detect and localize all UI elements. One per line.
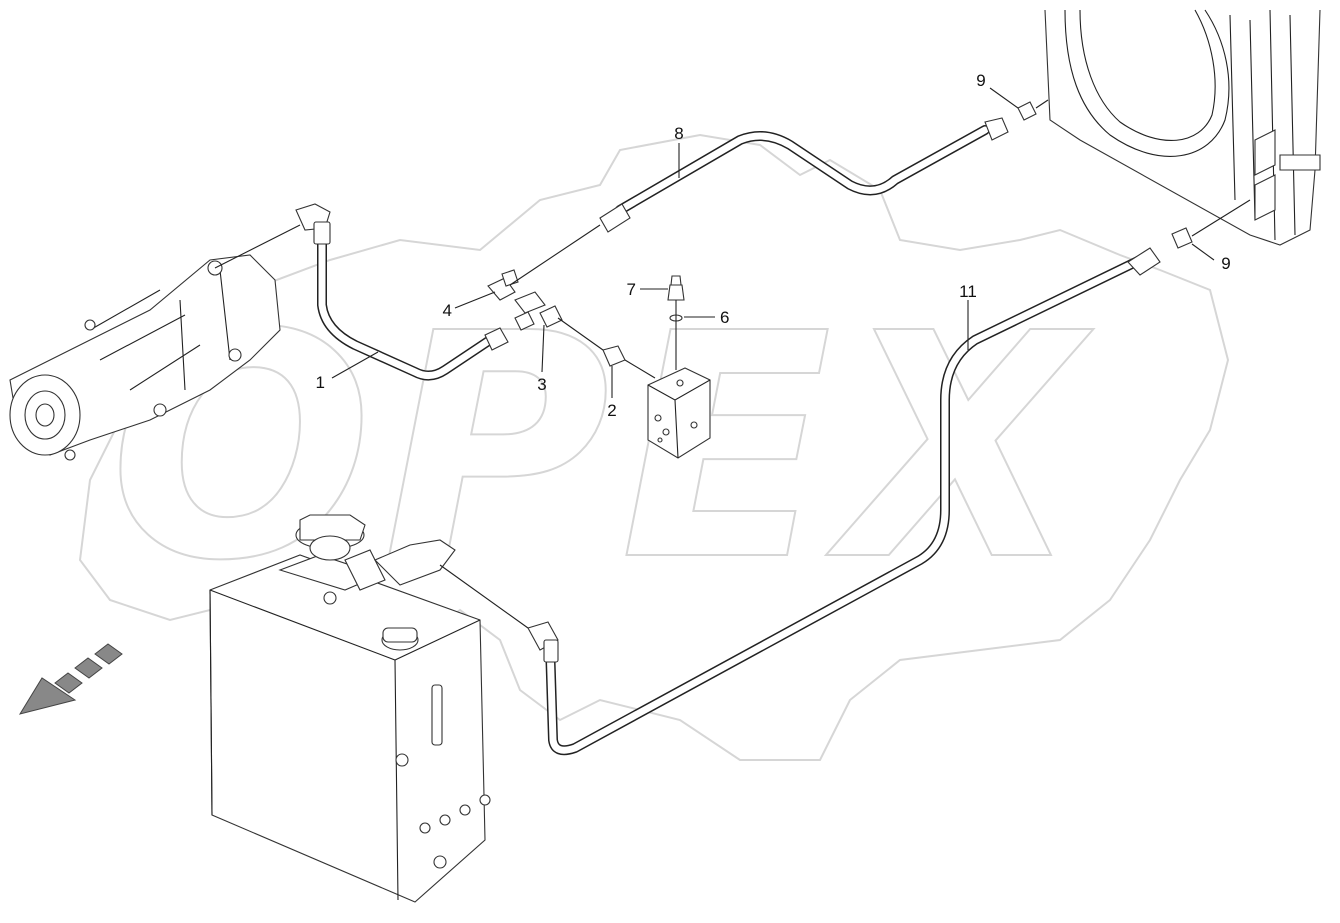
hydraulic-oil-tank	[209, 514, 491, 903]
radiator-fan-shroud	[1044, 9, 1321, 246]
line-2-block	[624, 359, 656, 379]
direction-arrow-icon	[18, 643, 123, 715]
callout-9-upper: 9	[976, 71, 985, 90]
valve-block	[647, 367, 711, 459]
fitting-9-upper	[1017, 99, 1049, 121]
watermark-gear	[78, 133, 1230, 761]
callout-4: 4	[443, 301, 452, 320]
fitting-9-lower	[1171, 199, 1251, 249]
callout-6: 6	[720, 308, 729, 327]
callout-9-lower: 9	[1221, 254, 1230, 273]
callout-8: 8	[674, 124, 683, 143]
leader-lines	[331, 87, 1215, 398]
hose-8	[599, 117, 1009, 233]
hydraulic-pump	[9, 254, 281, 461]
fitting-7	[667, 275, 685, 301]
callout-2: 2	[607, 401, 616, 420]
line-tank-11	[439, 564, 529, 629]
tee-fitting-3	[514, 291, 563, 331]
callout-1: 1	[316, 373, 325, 392]
callout-3: 3	[537, 375, 546, 394]
pump-line	[214, 224, 301, 269]
line-3-2	[557, 317, 604, 351]
callout-7: 7	[627, 280, 636, 299]
callout-11: 11	[959, 282, 977, 301]
hose-1	[295, 203, 509, 381]
hose-11	[527, 247, 1161, 756]
line-4-8	[509, 224, 601, 286]
